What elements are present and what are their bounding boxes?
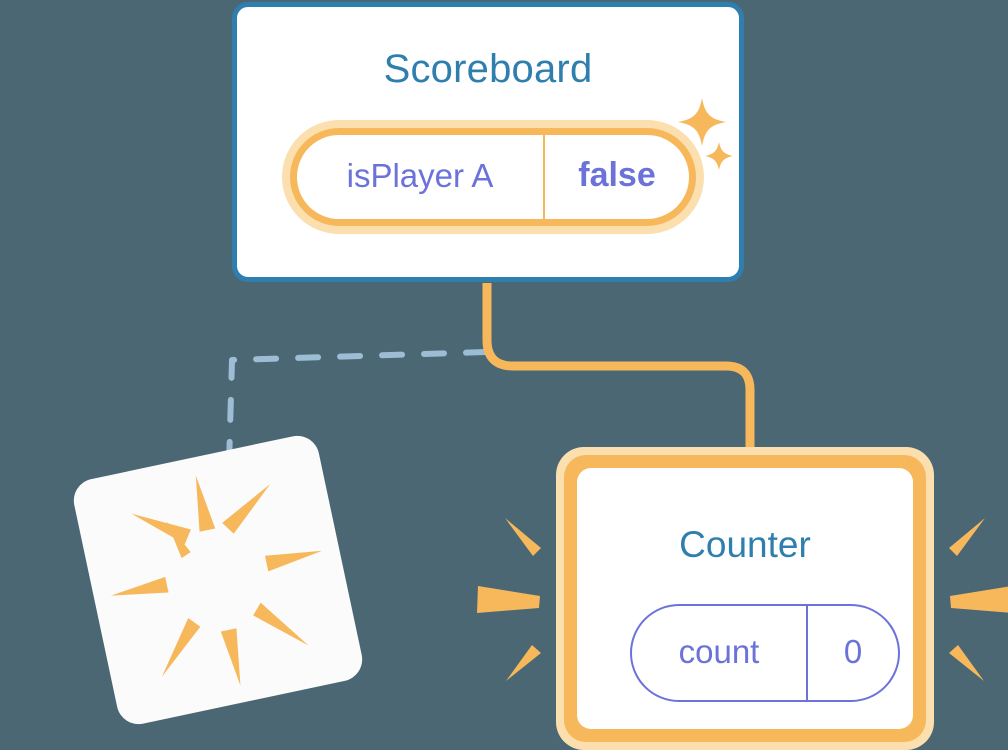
counter-state-value: 0 bbox=[843, 632, 863, 670]
counter-rays-right bbox=[949, 518, 1008, 681]
scoreboard-state-pill[interactable]: isPlayer A false bbox=[297, 135, 689, 219]
counter-card-body: Counter count 0 bbox=[577, 468, 913, 729]
sparkle-small-icon bbox=[703, 140, 735, 172]
counter-state-key: count bbox=[678, 632, 760, 670]
counter-card-border: Counter count 0 bbox=[564, 455, 926, 742]
scoreboard-state-key: isPlayer A bbox=[346, 156, 494, 194]
solid-connector-to-counter bbox=[482, 283, 755, 460]
counter-state-pill[interactable]: count 0 bbox=[630, 604, 900, 702]
scoreboard-state-pill-border: isPlayer A false bbox=[290, 128, 696, 226]
scoreboard-state-pill-glow: isPlayer A false bbox=[282, 120, 704, 234]
scoreboard-state-value: false bbox=[578, 156, 656, 194]
counter-rays-left bbox=[477, 518, 541, 681]
counter-pill-divider bbox=[806, 606, 808, 700]
counter-card[interactable]: Counter count 0 bbox=[556, 447, 934, 750]
sparkle-large-icon bbox=[676, 96, 728, 148]
scoreboard-title: Scoreboard bbox=[383, 47, 593, 91]
scoreboard-card[interactable]: Scoreboard isPlayer A false bbox=[232, 2, 744, 282]
counter-title: Counter bbox=[679, 524, 811, 565]
scoreboard-pill-divider bbox=[543, 135, 545, 219]
burst-card[interactable] bbox=[69, 431, 367, 729]
burst-card-rays bbox=[110, 475, 323, 686]
